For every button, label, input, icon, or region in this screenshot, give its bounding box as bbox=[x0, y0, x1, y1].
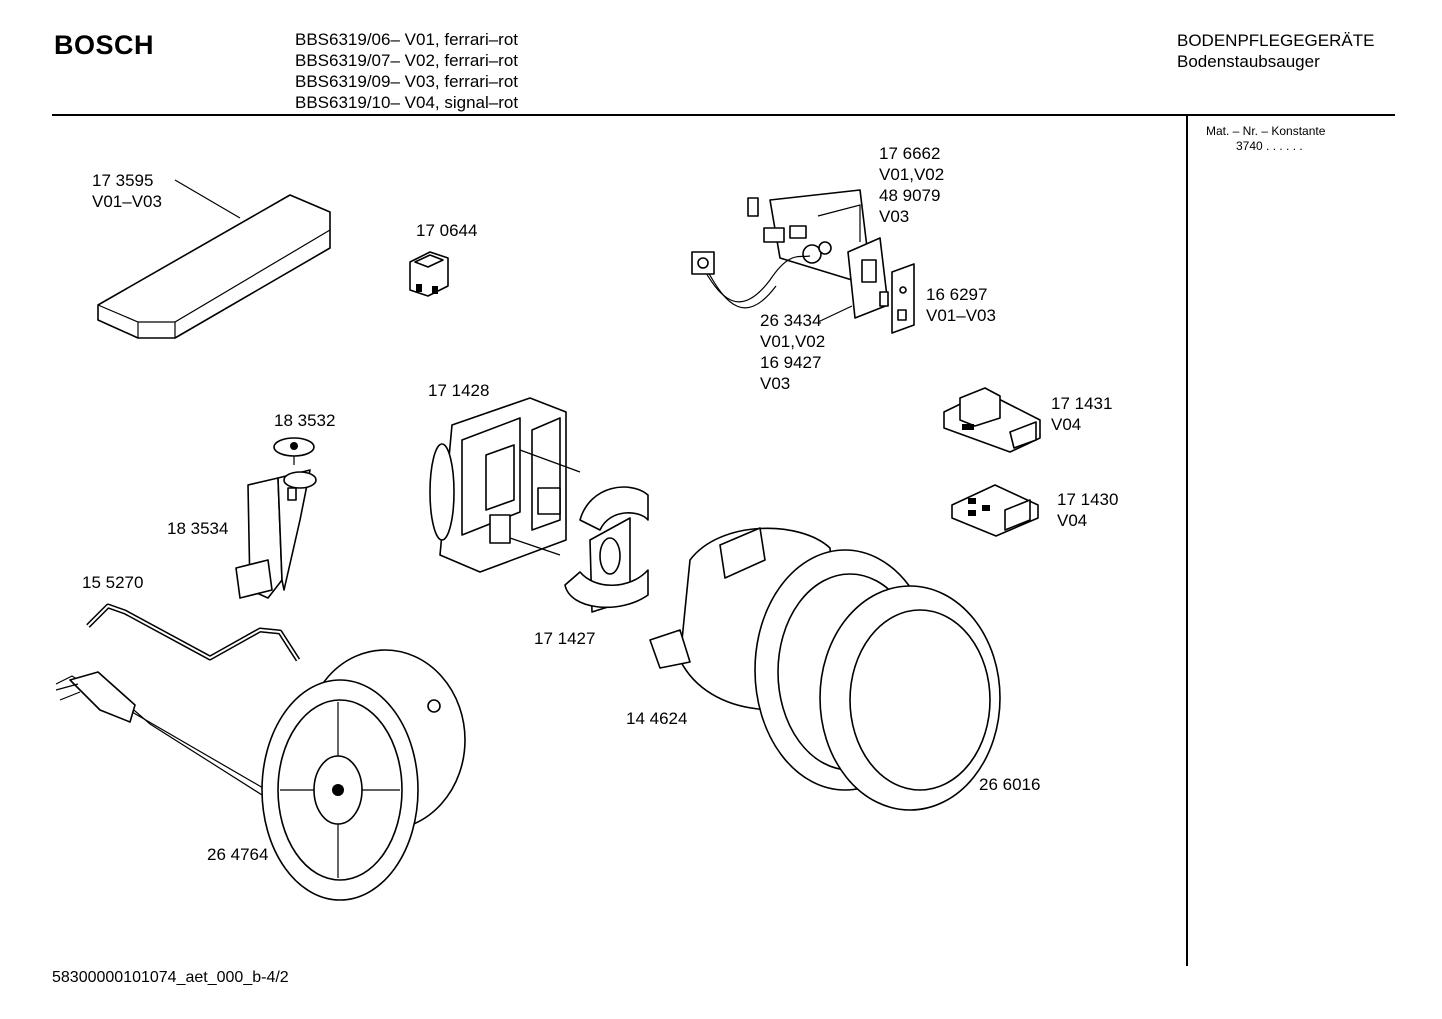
label-155270: 15 5270 bbox=[82, 572, 143, 593]
label-166297: 16 6297 V01–V03 bbox=[926, 284, 996, 326]
material-number-panel: Mat. – Nr. – Konstante 3740 . . . . . . bbox=[1206, 124, 1325, 154]
label-264764: 26 4764 bbox=[207, 844, 268, 865]
variant-code: V01–V03 bbox=[926, 306, 996, 325]
variant-code: V01–V03 bbox=[92, 192, 162, 211]
part-number: 17 0644 bbox=[416, 221, 478, 240]
model-list: BBS6319/06– V01, ferrari–rot BBS6319/07–… bbox=[295, 29, 518, 113]
part-number: 17 1428 bbox=[428, 381, 490, 400]
variant-code: V04 bbox=[1057, 511, 1088, 530]
variant-code: V04 bbox=[1051, 415, 1082, 434]
part-171431-switch-module[interactable] bbox=[943, 387, 1041, 453]
variant-code: V03 bbox=[760, 374, 791, 393]
variant-code: V01,V02 bbox=[760, 332, 826, 351]
header-divider bbox=[52, 114, 1395, 116]
part-number: 18 3534 bbox=[167, 519, 229, 538]
category-subtitle: Bodenstaubsauger bbox=[1177, 52, 1320, 71]
part-number: 14 4624 bbox=[626, 709, 688, 728]
variant-code: V01,V02 bbox=[879, 165, 945, 184]
variant-code: V03 bbox=[879, 207, 910, 226]
label-173595: 17 3595 V01–V03 bbox=[92, 170, 162, 212]
part-number: 26 6016 bbox=[979, 775, 1041, 794]
part-number: 16 9427 bbox=[760, 353, 822, 372]
label-171427: 17 1427 bbox=[534, 628, 595, 649]
exploded-parts-diagram bbox=[55, 179, 1041, 901]
label-183532: 18 3532 bbox=[274, 410, 335, 431]
part-number: 17 1430 bbox=[1057, 490, 1119, 509]
part-170644-switch[interactable] bbox=[409, 251, 449, 297]
part-number: 16 6297 bbox=[926, 285, 988, 304]
label-170644: 17 0644 bbox=[416, 220, 477, 241]
category-block: BODENPFLEGEGERÄTE Bodenstaubsauger bbox=[1177, 30, 1374, 72]
document-id: 58300000101074_aet_000_b-4/2 bbox=[52, 969, 289, 986]
part-166297-bracket[interactable] bbox=[817, 237, 915, 334]
model-line: BBS6319/09– V03, ferrari–rot bbox=[295, 72, 519, 91]
part-155270-wire-bracket[interactable] bbox=[86, 603, 301, 662]
part-number: 15 5270 bbox=[82, 573, 144, 592]
part-number: 17 1427 bbox=[534, 629, 596, 648]
part-number: 17 1431 bbox=[1051, 394, 1113, 413]
model-line: BBS6319/07– V02, ferrari–rot bbox=[295, 51, 519, 70]
part-173595-plate[interactable] bbox=[97, 179, 331, 339]
part-266016-front-ring[interactable] bbox=[819, 585, 1001, 811]
part-number: 26 3434 bbox=[760, 311, 822, 330]
side-divider bbox=[1186, 116, 1188, 966]
label-171430: 17 1430 V04 bbox=[1057, 489, 1118, 531]
part-183532-cam[interactable] bbox=[273, 437, 315, 465]
label-144624: 14 4624 bbox=[626, 708, 687, 729]
label-266016: 26 6016 bbox=[979, 774, 1040, 795]
label-171428: 17 1428 bbox=[428, 380, 489, 401]
part-number: 17 6662 bbox=[879, 144, 941, 163]
part-number: 48 9079 bbox=[879, 186, 941, 205]
part-number: 17 3595 bbox=[92, 171, 154, 190]
part-176662-board[interactable] bbox=[691, 189, 871, 309]
label-176662: 17 6662 V01,V02 48 9079 V03 bbox=[879, 143, 944, 227]
category-title: BODENPFLEGEGERÄTE bbox=[1177, 31, 1375, 50]
part-183534-lever-holder[interactable] bbox=[235, 469, 317, 599]
part-264764-cable-reel[interactable] bbox=[55, 649, 466, 901]
part-number: 26 4764 bbox=[207, 845, 269, 864]
material-number-heading: Mat. – Nr. – Konstante bbox=[1206, 124, 1326, 138]
label-171431: 17 1431 V04 bbox=[1051, 393, 1112, 435]
label-263434: 26 3434 V01,V02 16 9427 V03 bbox=[760, 310, 825, 394]
model-line: BBS6319/06– V01, ferrari–rot bbox=[295, 30, 519, 49]
part-171427-bearing-shell[interactable] bbox=[564, 486, 649, 613]
material-number-value: 3740 . . . . . . bbox=[1236, 139, 1303, 153]
part-number: 18 3532 bbox=[274, 411, 336, 430]
brand-logo: BOSCH bbox=[54, 30, 155, 60]
part-171428-motor-bracket[interactable] bbox=[429, 397, 581, 573]
model-line: BBS6319/10– V04, signal–rot bbox=[295, 93, 519, 112]
part-171430-circuit-module[interactable] bbox=[951, 484, 1039, 537]
label-183534: 18 3534 bbox=[167, 518, 228, 539]
